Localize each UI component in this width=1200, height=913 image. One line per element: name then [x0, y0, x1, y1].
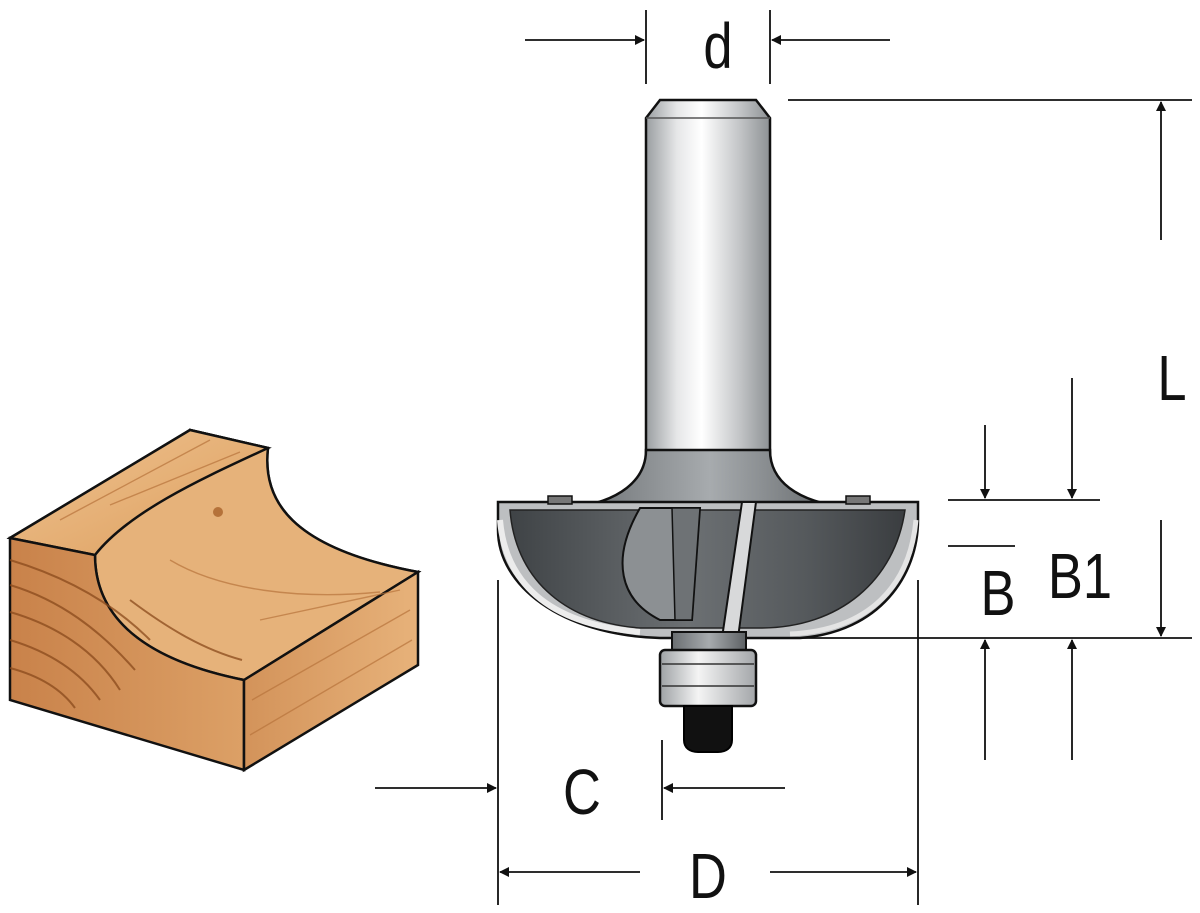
label-radius-offset: C	[563, 757, 601, 828]
label-shank-diameter: d	[703, 11, 732, 82]
bit-neck	[569, 448, 851, 510]
wood-side-face	[242, 569, 420, 773]
wood-profile-sample	[6, 428, 422, 773]
label-cutting-height: B	[980, 558, 1015, 629]
router-bit	[496, 98, 920, 753]
bit-bearing	[658, 648, 758, 708]
wood-grain-lines	[59, 439, 413, 736]
label-cutting-height-total: B1	[1048, 541, 1112, 612]
bit-shank	[644, 98, 772, 457]
label-total-length: L	[1157, 343, 1186, 414]
bit-rim-highlight	[497, 519, 641, 635]
label-cutting-diameter: D	[689, 841, 727, 912]
bit-retaining-screw	[683, 705, 733, 753]
wood-growth-rings	[9, 559, 243, 709]
dimension-lines	[375, 10, 1192, 905]
wood-knot	[213, 507, 223, 517]
bit-cutter-inner	[509, 509, 906, 629]
